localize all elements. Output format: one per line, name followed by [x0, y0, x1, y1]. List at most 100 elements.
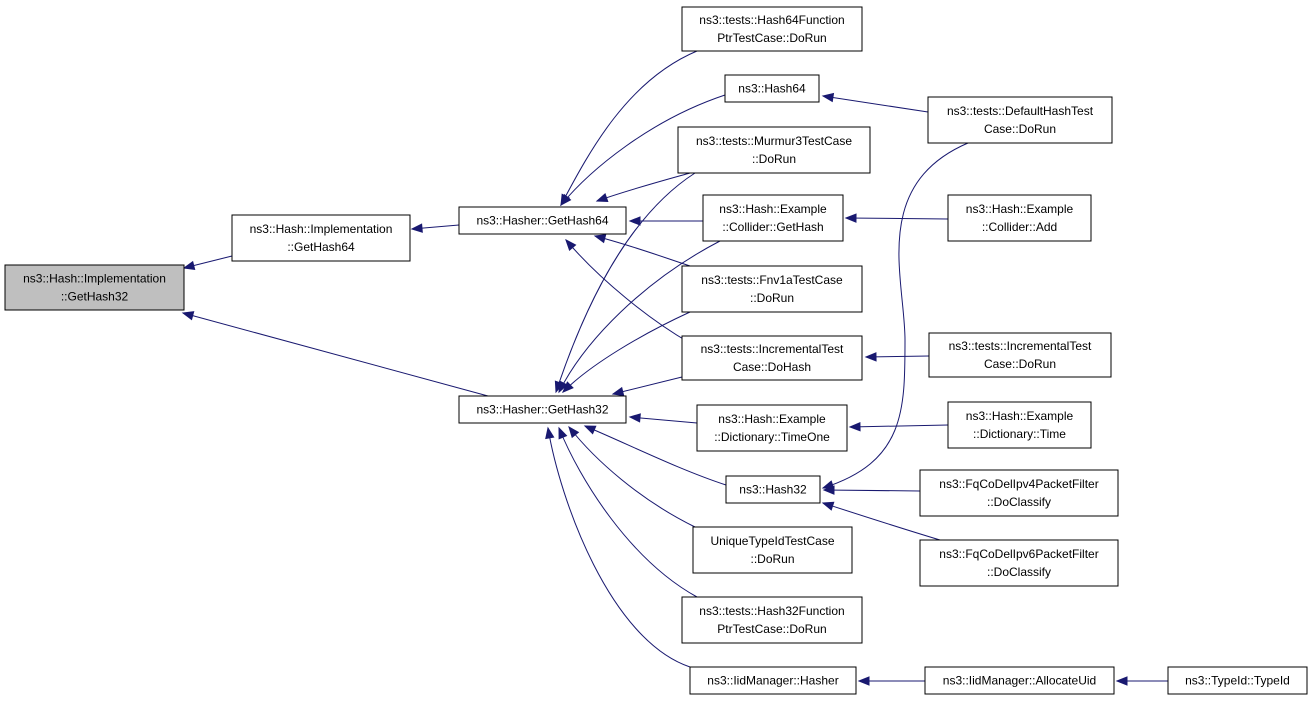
node-hash64fptr[interactable]: ns3::tests::Hash64FunctionPtrTestCase::D…	[681, 6, 863, 52]
node-dict-time[interactable]: ns3::Hash::Example::Dictionary::Time	[947, 401, 1092, 449]
node-hash64[interactable]: ns3::Hash64	[724, 74, 820, 103]
node-box	[681, 265, 863, 313]
arrow-head-icon	[821, 501, 835, 511]
node-label-line: ::Collider::GetHash	[722, 220, 823, 234]
node-label-line: ns3::tests::IncrementalTest	[949, 339, 1092, 353]
arrow-head-icon	[595, 193, 609, 202]
edge-line	[565, 239, 691, 344]
arrow-head-icon	[558, 426, 568, 440]
node-label-line: ns3::TypeId::TypeId	[1185, 674, 1290, 688]
node-hash32fptr[interactable]: ns3::tests::Hash32FunctionPtrTestCase::D…	[681, 596, 863, 644]
edge-dict_time-to-dict_timeone	[848, 422, 949, 432]
node-gethash64[interactable]: ns3::Hasher::GetHash64	[458, 206, 627, 235]
edge-hash64fptr-to-gethash64	[560, 50, 698, 207]
node-label-line: ::GetHash64	[287, 240, 355, 254]
node-gethash32[interactable]: ns3::Hasher::GetHash32	[458, 395, 627, 424]
edge-line	[558, 427, 698, 598]
edge-line	[845, 217, 949, 220]
node-label-line: ns3::Hash::Example	[966, 409, 1074, 423]
node-root[interactable]: ns3::Hash::Implementation::GetHash32	[4, 264, 185, 311]
node-label-line: ns3::Hash::Implementation	[250, 222, 393, 236]
arrow-head-icon	[848, 422, 861, 432]
edge-gethash32-to-root	[181, 311, 489, 397]
arrow-head-icon	[611, 386, 625, 397]
edge-hash32fptr-to-gethash32	[558, 426, 698, 598]
arrow-head-icon	[560, 193, 572, 207]
arrow-head-icon	[857, 676, 870, 686]
node-box	[689, 666, 857, 695]
edge-iidhasher-to-gethash32	[545, 426, 691, 668]
arrow-head-icon	[410, 223, 423, 233]
arrow-head-icon	[628, 216, 641, 226]
arrow-head-icon	[562, 381, 574, 393]
node-label-line: ::DoRun	[752, 152, 796, 166]
node-typeid[interactable]: ns3::TypeId::TypeId	[1167, 666, 1308, 695]
edge-uniquetypeid-to-gethash32	[568, 425, 696, 528]
arrow-head-icon	[545, 426, 555, 440]
arrow-head-icon	[821, 92, 835, 103]
arrow-head-icon	[864, 352, 877, 362]
node-uniquetypeid[interactable]: UniqueTypeIdTestCase::DoRun	[692, 526, 853, 574]
edge-line	[547, 427, 691, 668]
node-allocuid[interactable]: ns3::IidManager::AllocateUid	[924, 666, 1115, 695]
node-label-line: ns3::Hash::Implementation	[23, 272, 166, 286]
edge-collider_gethash-to-gethash32	[558, 240, 721, 394]
node-iidhasher[interactable]: ns3::IidManager::Hasher	[689, 666, 857, 695]
node-hash32[interactable]: ns3::Hash32	[725, 475, 821, 504]
node-box	[677, 126, 871, 174]
edge-line	[865, 355, 930, 358]
edge-typeid-to-allocuid	[1115, 676, 1168, 686]
node-label-line: ::DoRun	[750, 552, 794, 566]
node-label-line: ns3::FqCoDelIpv6PacketFilter	[939, 547, 1098, 561]
node-label-line: ns3::Hasher::GetHash32	[476, 403, 608, 417]
arrow-head-icon	[822, 485, 835, 495]
node-label-line: UniqueTypeIdTestCase	[710, 534, 834, 548]
node-label-line: Case::DoRun	[984, 122, 1056, 136]
edge-allocuid-to-iidhasher	[857, 676, 925, 686]
node-label-line: PtrTestCase::DoRun	[717, 31, 826, 45]
edge-line	[584, 425, 727, 486]
nodes-layer: ns3::Hash::Implementation::GetHash32ns3:…	[4, 6, 1308, 695]
edge-fnv1a-to-gethash64	[593, 234, 691, 267]
arrow-head-icon	[1115, 676, 1128, 686]
node-label-line: ::Dictionary::Time	[973, 427, 1066, 441]
edge-line	[562, 311, 691, 393]
node-label-line: ns3::Hash::Example	[966, 202, 1074, 216]
node-box	[458, 395, 627, 424]
edge-hash64-to-gethash64	[560, 94, 726, 207]
node-impl64[interactable]: ns3::Hash::Implementation::GetHash64	[231, 214, 411, 262]
edge-line	[822, 142, 969, 489]
node-box	[702, 194, 844, 242]
node-box	[696, 404, 848, 452]
node-fqv6[interactable]: ns3::FqCoDelIpv6PacketFilter::DoClassify	[919, 539, 1119, 587]
node-label-line: ::DoClassify	[987, 495, 1051, 509]
node-label-line: ns3::tests::Murmur3TestCase	[696, 134, 852, 148]
node-dict-timeone[interactable]: ns3::Hash::Example::Dictionary::TimeOne	[696, 404, 848, 452]
node-box	[947, 194, 1092, 242]
edge-line	[560, 50, 698, 206]
edge-incr_dorun-to-incr_dohash	[864, 352, 930, 362]
node-label-line: ns3::tests::Fnv1aTestCase	[701, 273, 843, 287]
edge-collider_gethash-to-gethash64	[628, 216, 703, 226]
node-label-line: ns3::Hasher::GetHash64	[476, 214, 608, 228]
node-fnv1a[interactable]: ns3::tests::Fnv1aTestCase::DoRun	[681, 265, 863, 313]
node-label-line: ::DoClassify	[987, 565, 1051, 579]
edge-fqv4-to-hash32	[822, 485, 921, 495]
node-box	[681, 6, 863, 52]
node-label-line: Case::DoHash	[733, 360, 811, 374]
node-fqv4[interactable]: ns3::FqCoDelIpv4PacketFilter::DoClassify	[919, 469, 1119, 517]
node-label-line: ns3::IidManager::AllocateUid	[943, 674, 1096, 688]
node-collider-gethash[interactable]: ns3::Hash::Example::Collider::GetHash	[702, 194, 844, 242]
node-murmur3[interactable]: ns3::tests::Murmur3TestCase::DoRun	[677, 126, 871, 174]
edge-hash32-to-gethash32	[583, 425, 727, 486]
node-label-line: ::DoRun	[750, 291, 794, 305]
edge-line	[823, 489, 921, 492]
edge-collider_add-to-collider_gethash	[844, 213, 949, 223]
node-box	[692, 526, 853, 574]
edge-line	[594, 235, 691, 267]
node-collider-add[interactable]: ns3::Hash::Example::Collider::Add	[947, 194, 1092, 242]
node-box	[231, 214, 411, 262]
